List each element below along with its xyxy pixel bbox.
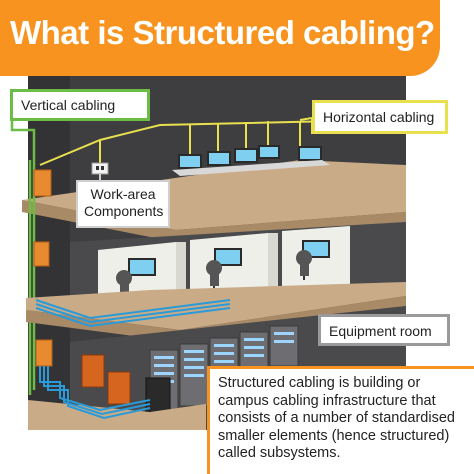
top-floor-workstations [172,145,330,176]
cubicle-workstations [116,240,330,300]
work-area-label-line2: Components [84,203,164,219]
wall-outlet-icon [91,162,109,175]
description-line-3: consists of a number of standardised [218,410,455,426]
title-banner: What is Structured cabling? [0,0,440,76]
horizontal-cabling-label: Horizontal cabling [312,100,448,134]
equipment-room-network-cables [39,366,151,420]
work-area-components-label: Work-area Components [76,180,170,228]
description-line-2: campus cabling infrastructure that [218,392,436,409]
horizontal-cabling-pointer [299,117,313,121]
description-line-1: Structured cabling is building or [218,375,421,391]
middle-floor-network-cables [35,299,231,328]
work-area-label-line1: Work-area [90,186,156,202]
page-title: What is Structured cabling? [10,14,435,51]
equipment-room-label: Equipment room [318,314,450,346]
description-line-4: smaller elements (hence structured) [218,427,450,444]
vertical-cabling-label: Vertical cabling [10,89,150,121]
equipment-cabinets [81,354,171,413]
vertical-cabling-lines [10,121,36,395]
middle-floor-slab-front [26,296,406,342]
description-box: Structured cabling is building or campus… [207,366,474,474]
description-line-5: called subsystems. [218,445,341,461]
